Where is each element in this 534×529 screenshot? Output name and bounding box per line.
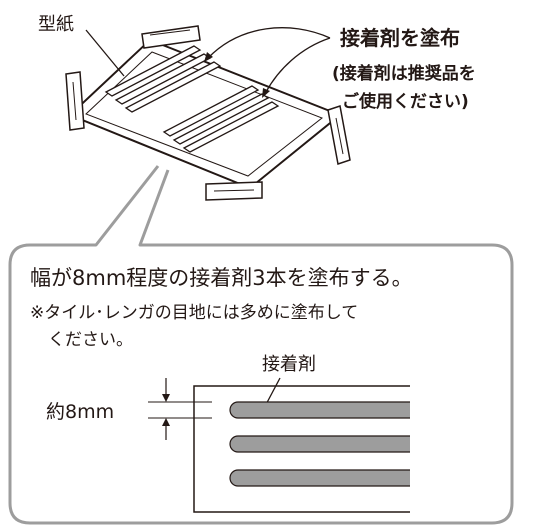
callout-note-line1: (接着剤は推奨品を xyxy=(332,63,476,84)
adhesive-bead xyxy=(229,435,410,453)
detail-callout xyxy=(8,165,514,525)
adhesive-beads-right xyxy=(162,85,280,153)
adhesive-bead xyxy=(104,45,202,97)
masking-tape-icon xyxy=(327,105,351,165)
detail-note-line2: ください。 xyxy=(48,330,133,350)
adhesive-bead xyxy=(162,85,260,137)
detail-heading: 幅が8mm程度の接着剤3本を塗布する。 xyxy=(30,266,413,290)
adhesive-bead xyxy=(124,61,222,113)
adhesive-bead xyxy=(172,93,270,145)
adhesive-bead xyxy=(229,401,410,419)
detail-adhesive-beads xyxy=(229,401,410,487)
adhesive-label: 接着剤 xyxy=(262,354,316,375)
width-label: 約8mm xyxy=(46,401,114,423)
callout-note-line2: ご使用ください) xyxy=(342,91,469,112)
masking-tape-icon xyxy=(141,25,201,49)
template-label: 型紙 xyxy=(38,14,74,35)
detail-template-frame xyxy=(193,385,410,513)
dimension-arrow-icon xyxy=(148,378,212,440)
adhesive-beads-left xyxy=(104,45,222,113)
adhesive-bead xyxy=(182,101,280,153)
masking-tape-icon xyxy=(205,181,263,201)
detail-callout-border xyxy=(8,165,514,525)
masking-tape-icon xyxy=(65,71,85,131)
detail-note-line1: ※タイル･レンガの目地には多めに塗布して xyxy=(30,302,358,323)
template-sheet xyxy=(65,25,351,201)
template-leader-line xyxy=(85,29,125,77)
adhesive-bead xyxy=(229,469,410,487)
callout-title: 接着剤を塗布 xyxy=(340,26,460,50)
callout-leader-lines xyxy=(204,27,331,98)
